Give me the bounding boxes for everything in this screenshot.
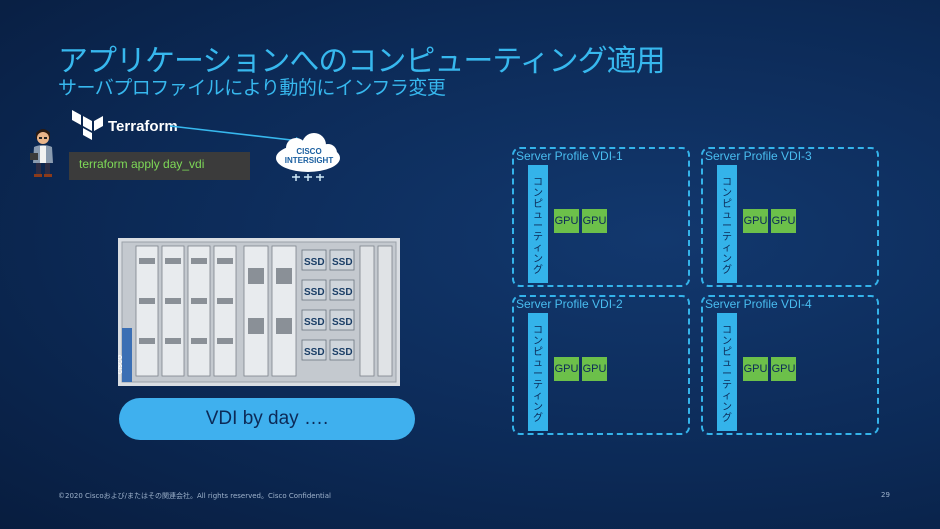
terraform-name: Terraform (108, 118, 178, 135)
gpu-block: GPU (771, 209, 796, 233)
profile-label: Server Profile VDI-1 (516, 149, 623, 163)
profile-label: Server Profile VDI-2 (516, 297, 623, 311)
server-profile-vdi-2: Server Profile VDI-2 コンピューティング GPU GPU (512, 295, 690, 435)
profile-label: Server Profile VDI-4 (705, 297, 812, 311)
ssd-label: SSD (332, 317, 353, 328)
compute-label: コンピューティング (722, 325, 732, 424)
compute-label: コンピューティング (722, 177, 732, 276)
compute-bar (717, 313, 737, 431)
ssd-label: SSD (304, 287, 325, 298)
compute-label: コンピューティング (533, 325, 543, 424)
gpu-block: GPU (554, 357, 579, 381)
slide-subtitle: サーバプロファイルにより動的にインフラ変更 (58, 77, 446, 99)
server-chassis-image (118, 238, 400, 386)
slide-title: アプリケーションへのコンピューティング適用 (58, 44, 666, 79)
ssd-label: SSD (304, 257, 325, 268)
compute-bar (717, 165, 737, 283)
ssd-label: SSD (304, 347, 325, 358)
ssd-label: SSD (332, 287, 353, 298)
server-profile-vdi-4: Server Profile VDI-4 コンピューティング GPU GPU (701, 295, 879, 435)
ssd-label: SSD (332, 347, 353, 358)
gpu-block: GPU (582, 209, 607, 233)
developer-person-icon (30, 129, 53, 177)
gpu-block: GPU (582, 357, 607, 381)
vdi-by-day-pill: VDI by day …. (119, 398, 415, 440)
server-profile-vdi-3: Server Profile VDI-3 コンピューティング GPU GPU (701, 147, 879, 287)
copyright-footer: ©2020 Ciscoおよび/またはその関連会社。All rights rese… (58, 492, 331, 500)
cisco-brand-label: CISCO (118, 354, 124, 374)
page-number: 29 (881, 491, 890, 499)
compute-label: コンピューティング (533, 177, 543, 276)
intersight-line1: CISCO (296, 147, 322, 156)
compute-bar (528, 165, 548, 283)
intersight-label: CISCO INTERSIGHT (276, 147, 342, 165)
intersight-line2: INTERSIGHT (284, 156, 334, 165)
intersight-cloud-icon (276, 133, 340, 181)
server-profile-vdi-1: Server Profile VDI-1 コンピューティング GPU GPU (512, 147, 690, 287)
terraform-logo-icon (72, 110, 103, 140)
gpu-block: GPU (554, 209, 579, 233)
profile-label: Server Profile VDI-3 (705, 149, 812, 163)
gpu-block: GPU (743, 209, 768, 233)
terraform-command: terraform apply day_vdi (69, 152, 250, 180)
ssd-label: SSD (304, 317, 325, 328)
gpu-block: GPU (743, 357, 768, 381)
ssd-label: SSD (332, 257, 353, 268)
gpu-block: GPU (771, 357, 796, 381)
compute-bar (528, 313, 548, 431)
